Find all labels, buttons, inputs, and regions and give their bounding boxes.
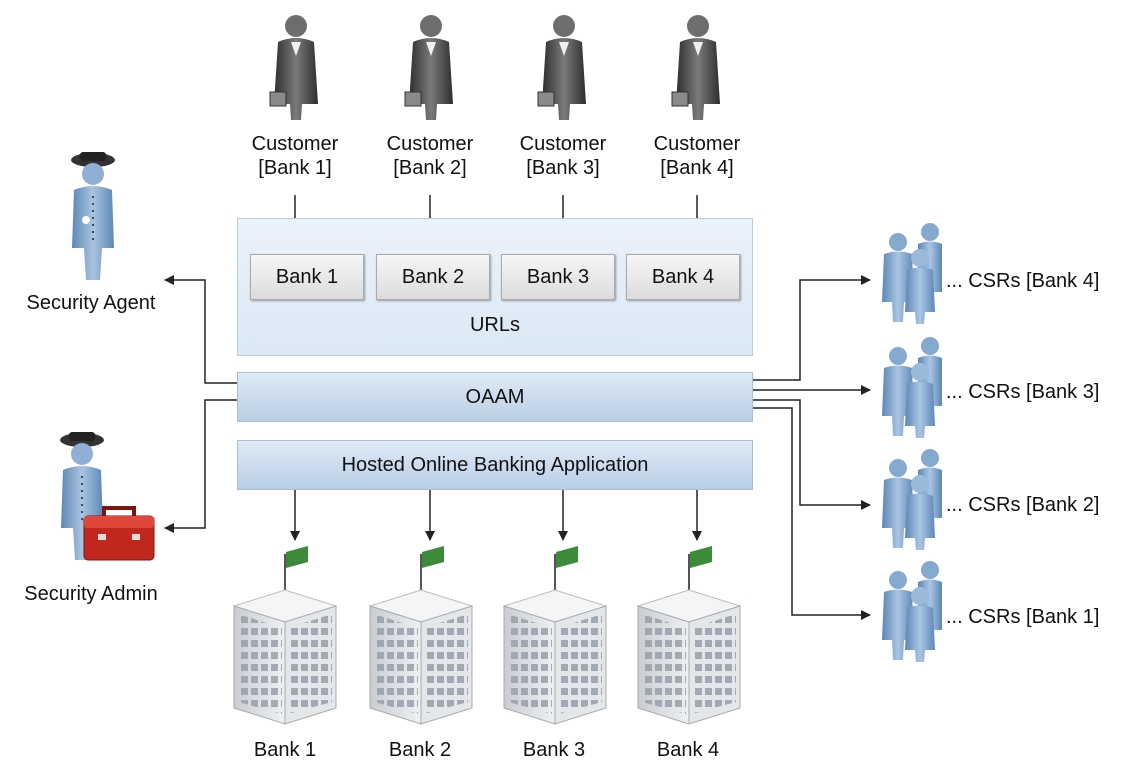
arrow-oaam-security-admin <box>164 399 237 533</box>
csr-group-icon <box>882 223 942 324</box>
customer-icon <box>537 15 586 120</box>
customer-label-3: Customer [Bank 3] <box>498 132 628 180</box>
csr-group-icon <box>882 449 942 550</box>
customer-label-line2: [Bank 3] <box>526 157 600 179</box>
csr-group-icon <box>882 561 942 662</box>
customer-label-line2: [Bank 4] <box>660 157 734 179</box>
arrow-oaam-csr4 <box>753 275 871 381</box>
customer-label-line2: [Bank 1] <box>258 157 332 179</box>
hosted-application-bar: Hosted Online Banking Application <box>237 440 753 490</box>
customer-icon <box>269 15 318 120</box>
csr-group-icon <box>882 337 942 438</box>
customer-label-4: Customer [Bank 4] <box>632 132 762 180</box>
security-admin-icon <box>60 432 155 561</box>
security-admin-label: Security Admin <box>24 583 158 605</box>
bank-building-icon <box>502 546 608 725</box>
bank-label-3: Bank 3 <box>522 739 586 761</box>
bank-label-1: Bank 1 <box>253 739 317 761</box>
bank-label-2: Bank 2 <box>388 739 452 761</box>
customer-label-line1: Customer <box>386 133 474 155</box>
arrow-oaam-csr2 <box>753 399 871 510</box>
arrow-oaam-security-agent <box>164 275 237 384</box>
customer-label-1: Customer [Bank 1] <box>230 132 360 180</box>
bank-building-icon <box>368 546 474 725</box>
url-bank-3-button[interactable]: Bank 3 <box>501 254 615 300</box>
url-bank-4-button[interactable]: Bank 4 <box>626 254 740 300</box>
csr-bank3-label: ... CSRs [Bank 3] <box>946 381 1100 403</box>
customer-icon <box>671 15 720 120</box>
customer-label-line1: Customer <box>251 133 339 155</box>
csr-bank2-label: ... CSRs [Bank 2] <box>946 494 1100 516</box>
urls-panel: Bank 1 Bank 2 Bank 3 Bank 4 URLs <box>237 218 753 356</box>
url-bank-1-button[interactable]: Bank 1 <box>250 254 364 300</box>
urls-label: URLs <box>469 314 520 336</box>
url-bank-2-button[interactable]: Bank 2 <box>376 254 490 300</box>
customer-label-line1: Customer <box>519 133 607 155</box>
bank-label-4: Bank 4 <box>656 739 720 761</box>
oaam-bar: OAAM <box>237 372 753 422</box>
bank-building-icon <box>636 546 742 725</box>
security-agent-label: Security Agent <box>26 292 156 314</box>
bank-building-icon <box>232 546 338 725</box>
customer-label-line2: [Bank 2] <box>393 157 467 179</box>
security-agent-icon <box>71 152 115 280</box>
customer-icon <box>404 15 453 120</box>
csr-bank1-label: ... CSRs [Bank 1] <box>946 606 1100 628</box>
arrow-oaam-csr1 <box>753 407 871 620</box>
customer-label-line1: Customer <box>653 133 741 155</box>
customer-label-2: Customer [Bank 2] <box>365 132 495 180</box>
csr-bank4-label: ... CSRs [Bank 4] <box>946 270 1100 292</box>
